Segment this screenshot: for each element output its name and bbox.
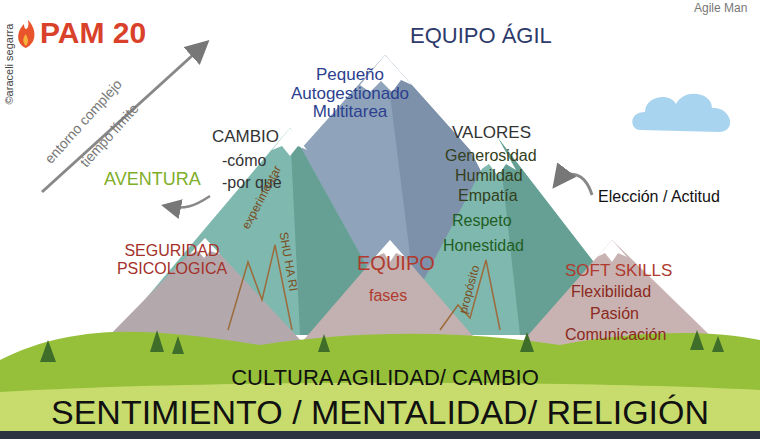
value-item: Generosidad xyxy=(445,147,537,165)
value-item: Respeto xyxy=(452,212,512,230)
safety-label: SEGURIDAD PSICOLOGICA xyxy=(107,242,237,277)
phases-label: fases xyxy=(369,287,407,305)
values-heading: VALORES xyxy=(452,124,531,143)
skill-item: Comunicación xyxy=(565,326,666,344)
value-item: Empatía xyxy=(458,187,518,205)
skill-item: Flexibilidad xyxy=(571,283,651,301)
watermark: Agile Man xyxy=(694,2,747,15)
skill-item: Pasión xyxy=(590,305,639,323)
team-traits: Pequeño Autogestionado Multitarea xyxy=(280,66,420,122)
team-label: EQUIPO xyxy=(357,252,435,274)
choice-label: Elección / Actitud xyxy=(598,188,720,206)
value-item: Humildad xyxy=(455,167,523,185)
adventure-label: AVENTURA xyxy=(104,170,201,190)
change-item: -cómo xyxy=(222,152,266,170)
change-heading: CAMBIO xyxy=(212,128,279,147)
culture-label: CULTURA AGILIDAD/ CAMBIO xyxy=(231,366,539,390)
mindset-label: SENTIMIENTO / MENTALIDAD/ RELIGIÓN xyxy=(51,394,709,431)
team-heading: EQUIPO ÁGIL xyxy=(410,24,552,48)
logo-title: PAM 20 xyxy=(40,16,146,49)
value-item: Honestidad xyxy=(443,237,524,255)
copyright: ©araceli segarra xyxy=(3,24,15,105)
skills-heading: SOFT SKILLS xyxy=(565,262,672,281)
